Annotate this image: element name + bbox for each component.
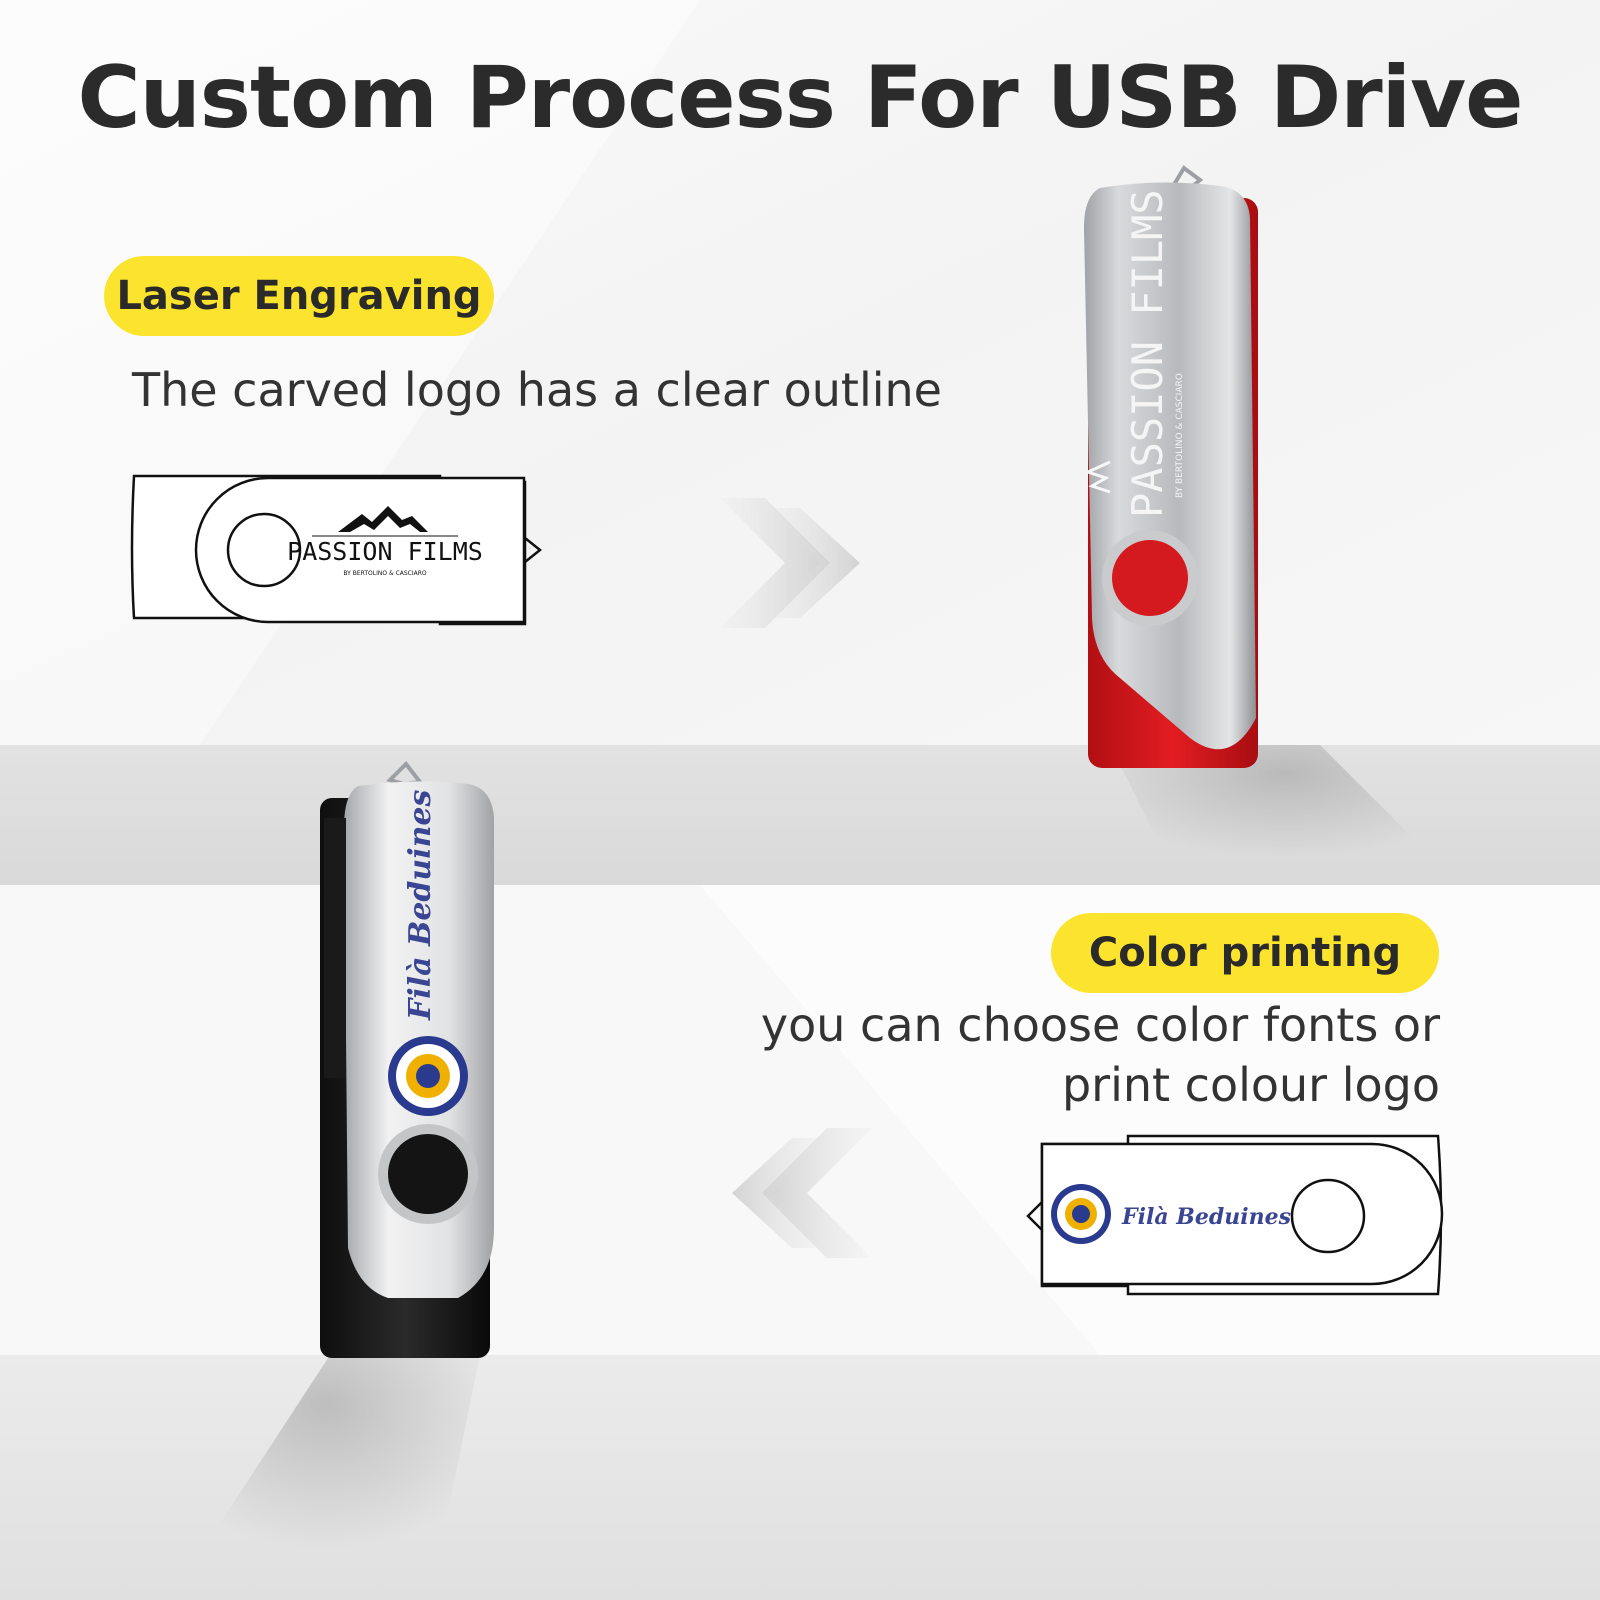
color-printing-outline-drawing: Filà Beduines bbox=[1026, 1134, 1444, 1296]
printed-logo-text: Filà Beduines bbox=[1121, 1204, 1291, 1230]
color-printing-description: you can choose color fonts or print colo… bbox=[740, 995, 1440, 1115]
color-printing-description-line1: you can choose color fonts or bbox=[760, 998, 1440, 1052]
red-usb-drive: PASSION FILMS BY BERTOLINO & CASCIARO bbox=[1083, 165, 1258, 768]
engraved-logo-text: PASSION FILMS bbox=[287, 537, 483, 566]
laser-engraving-description: The carved logo has a clear outline bbox=[132, 363, 942, 417]
university-seal-icon bbox=[1051, 1184, 1111, 1244]
red-drive-engraved-tagline: BY BERTOLINO & CASCIARO bbox=[1175, 373, 1185, 498]
university-seal-icon bbox=[388, 1036, 468, 1116]
double-chevron-left-icon bbox=[732, 1128, 872, 1258]
black-drive-print-text: Filà Beduines bbox=[403, 789, 438, 1021]
double-chevron-right-icon bbox=[720, 498, 860, 628]
red-drive-engraved-text: PASSION FILMS bbox=[1123, 189, 1172, 518]
engraved-logo-tagline: BY BERTOLINO & CASCIARO bbox=[343, 570, 427, 577]
laser-engraving-badge: Laser Engraving bbox=[104, 256, 494, 336]
laser-engraving-outline-drawing: PASSION FILMS BY BERTOLINO & CASCIARO bbox=[130, 474, 543, 626]
mountain-logo-icon bbox=[338, 506, 428, 532]
color-printing-badge: Color printing bbox=[1051, 913, 1439, 993]
black-usb-drive: Filà Beduines bbox=[320, 760, 494, 1358]
page-title: Custom Process For USB Drive bbox=[77, 48, 1523, 148]
color-printing-description-line2: print colour logo bbox=[1061, 1058, 1440, 1112]
